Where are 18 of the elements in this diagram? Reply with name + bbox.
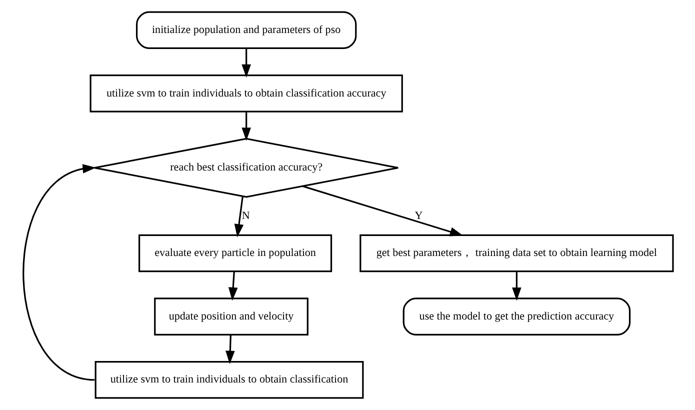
- node-box: get best parameters， training data set to obtain learning model: [359, 234, 674, 272]
- arrow: [241, 112, 250, 141]
- node-box: evaluate every particle in population: [138, 234, 332, 272]
- node-box: initialize population and parameters of pso: [135, 11, 356, 50]
- arrow: [234, 196, 244, 238]
- arrow: [302, 185, 463, 236]
- node-box: utilize svm to train individuals to obtain classification accuracy: [89, 74, 402, 112]
- arrow: [22, 164, 96, 381]
- arrow: [228, 272, 238, 301]
- arrow: [241, 48, 250, 78]
- arrow: [225, 334, 234, 364]
- edge-label: Y: [414, 210, 422, 222]
- node-diamond: reach best classification accuracy?: [93, 138, 398, 198]
- edge-label: N: [241, 210, 250, 222]
- node-box: update position and velocity: [154, 298, 308, 336]
- arrow: [512, 272, 521, 301]
- node-box: use the model to get the prediction accuracy: [402, 298, 630, 336]
- node-box: utilize svm to train individuals to obtain classification: [94, 360, 364, 399]
